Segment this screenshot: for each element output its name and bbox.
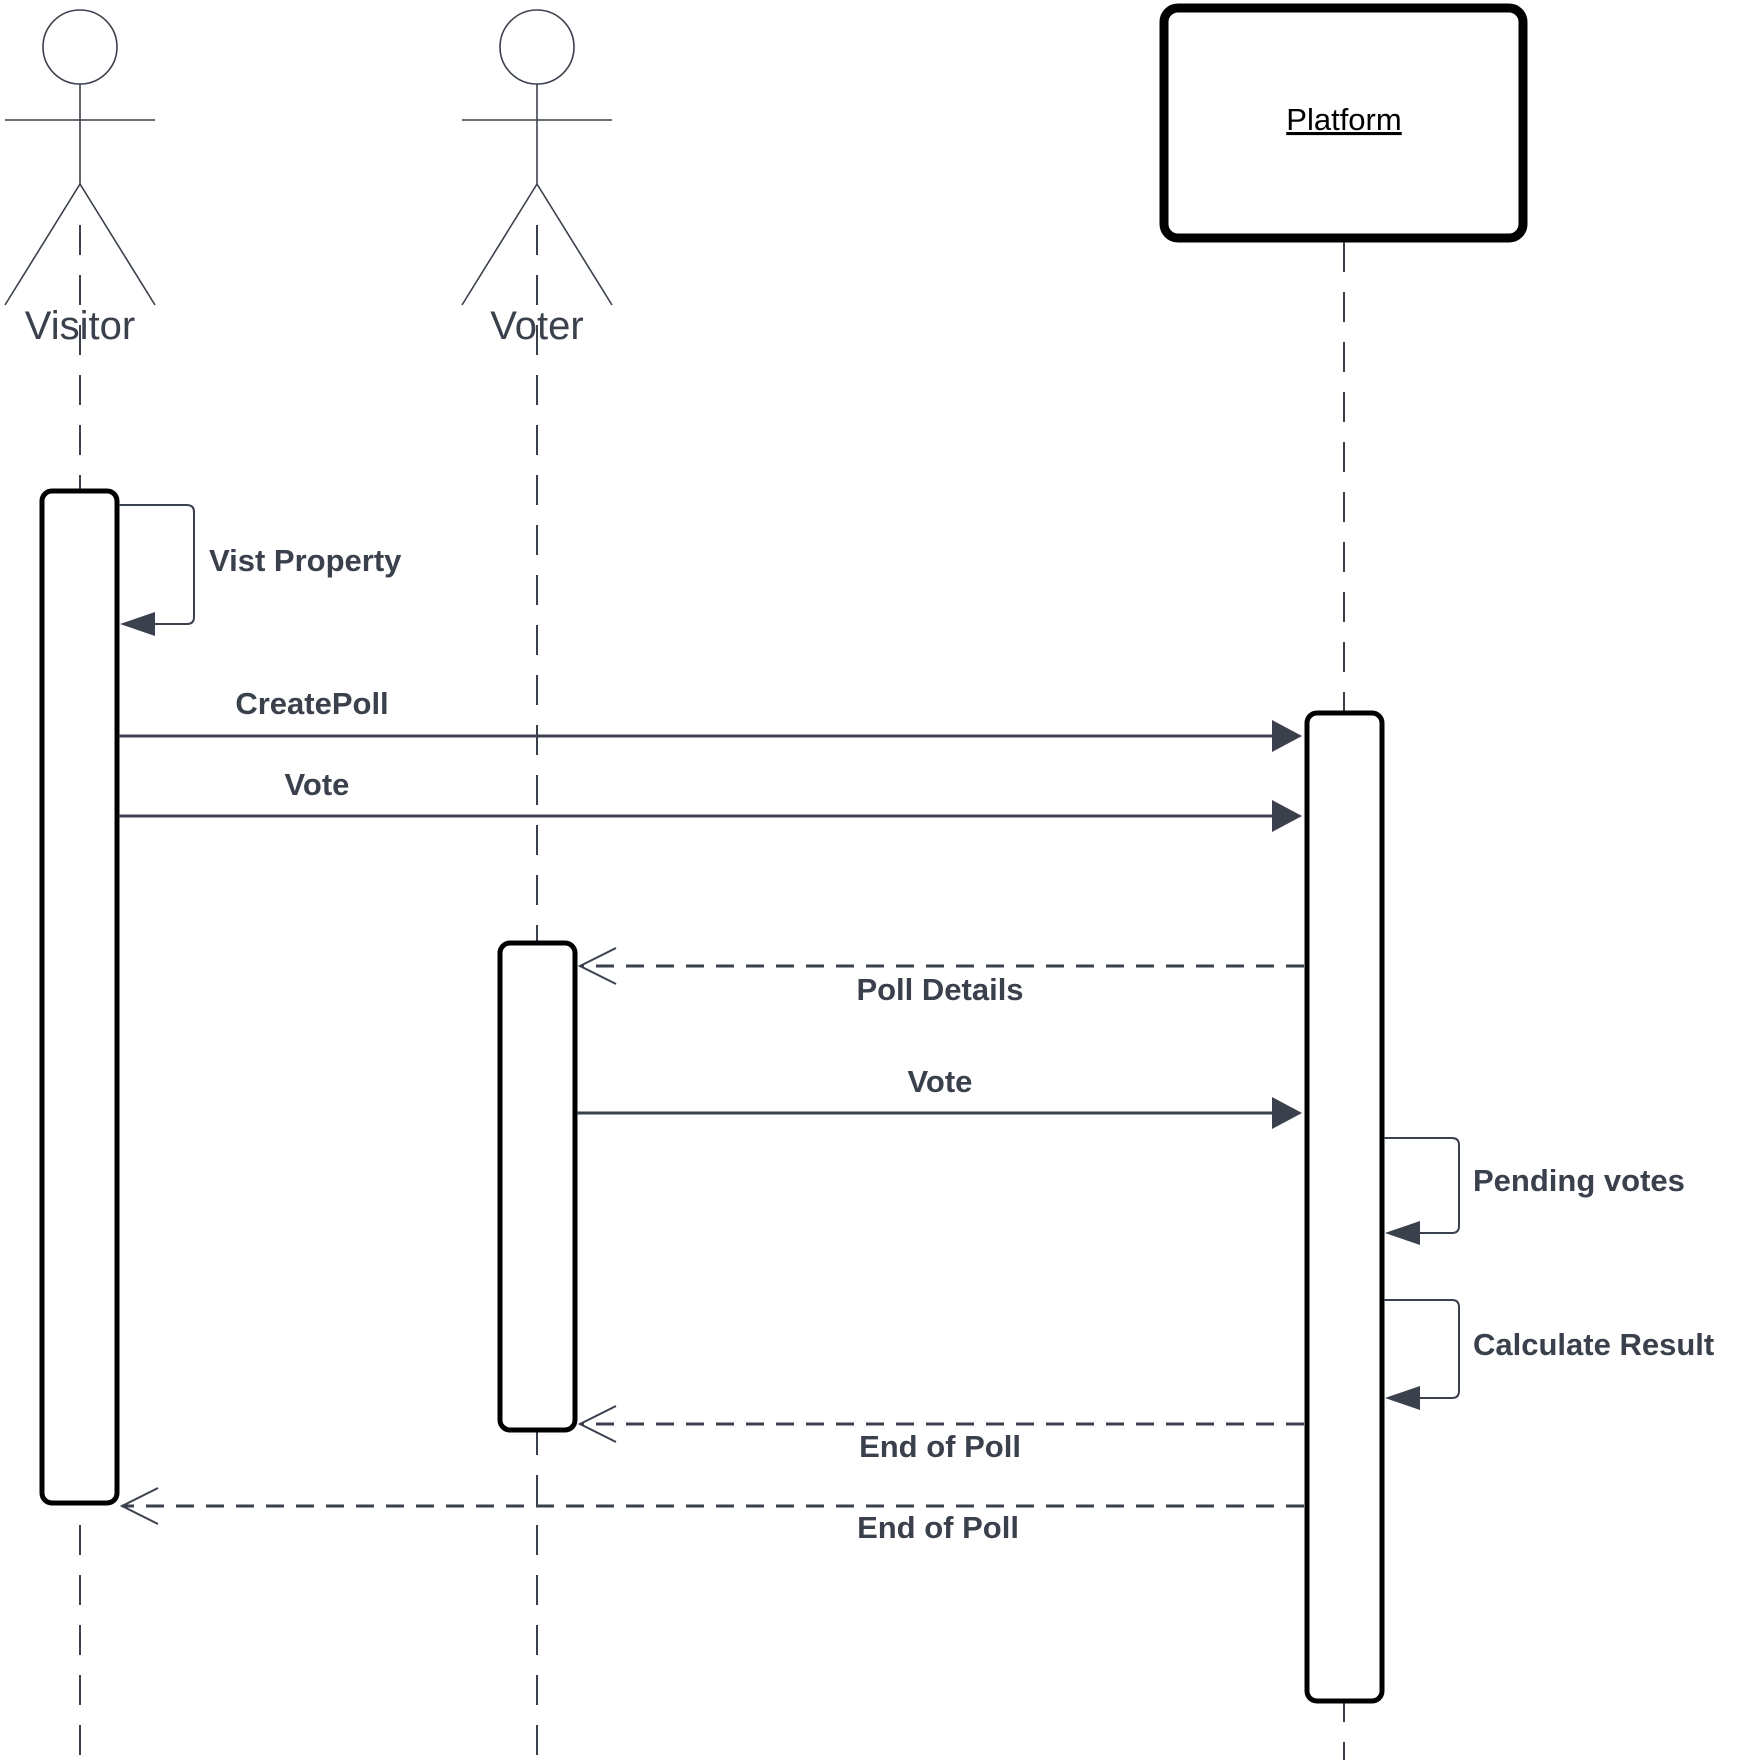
message-vote-visitor: Vote bbox=[119, 767, 1302, 832]
message-vist-property: Vist Property bbox=[119, 504, 402, 636]
pending-votes-loop bbox=[1384, 1137, 1460, 1234]
voter-right-leg bbox=[536, 183, 613, 306]
voter-left-leg bbox=[461, 183, 538, 306]
vist-property-label: Vist Property bbox=[209, 543, 402, 578]
message-createpoll: CreatePoll bbox=[119, 686, 1302, 752]
calculate-result-loop bbox=[1384, 1299, 1460, 1399]
vote-visitor-arrowhead bbox=[1272, 800, 1302, 832]
message-end-of-poll-voter: End of Poll bbox=[577, 1405, 1304, 1464]
message-calculate-result: Calculate Result bbox=[1384, 1299, 1714, 1410]
visitor-right-leg bbox=[79, 183, 156, 306]
calculate-result-label: Calculate Result bbox=[1473, 1327, 1714, 1362]
vote-visitor-label: Vote bbox=[285, 767, 350, 802]
voter-name: Voter bbox=[490, 304, 583, 348]
message-pending-votes: Pending votes bbox=[1384, 1137, 1685, 1245]
pending-votes-label: Pending votes bbox=[1473, 1163, 1685, 1198]
message-end-of-poll-visitor: End of Poll bbox=[119, 1487, 1304, 1545]
vist-property-arrowhead bbox=[120, 612, 155, 636]
end-of-poll-visitor-arrowhead bbox=[119, 1487, 159, 1525]
voter-activation bbox=[497, 940, 578, 1433]
platform-box bbox=[1159, 3, 1528, 243]
platform-activation bbox=[1304, 710, 1385, 1704]
end-of-poll-visitor-label: End of Poll bbox=[857, 1510, 1019, 1545]
vote-voter-arrowhead bbox=[1272, 1097, 1302, 1129]
vote-voter-label: Vote bbox=[908, 1064, 973, 1099]
platform-name: Platform bbox=[1286, 102, 1401, 137]
end-of-poll-voter-arrowhead bbox=[577, 1405, 617, 1443]
visitor-head bbox=[42, 9, 118, 85]
pending-votes-arrowhead bbox=[1385, 1221, 1420, 1245]
message-poll-details: Poll Details bbox=[577, 947, 1304, 1007]
poll-details-label: Poll Details bbox=[856, 972, 1023, 1007]
visitor-activation bbox=[39, 488, 120, 1506]
platform-object: Platform bbox=[1159, 3, 1528, 243]
visitor-actor: Visitor bbox=[4, 9, 156, 348]
visitor-name: Visitor bbox=[25, 304, 135, 348]
poll-details-arrowhead bbox=[577, 947, 617, 985]
calculate-result-arrowhead bbox=[1385, 1386, 1420, 1410]
voter-head bbox=[499, 9, 575, 85]
visitor-left-leg bbox=[4, 183, 81, 306]
createpoll-label: CreatePoll bbox=[235, 686, 388, 721]
end-of-poll-voter-label: End of Poll bbox=[859, 1429, 1021, 1464]
message-vote-voter: Vote bbox=[577, 1064, 1302, 1129]
voter-actor: Voter bbox=[461, 9, 613, 348]
createpoll-arrowhead bbox=[1272, 720, 1302, 752]
vist-property-loop bbox=[119, 504, 195, 625]
